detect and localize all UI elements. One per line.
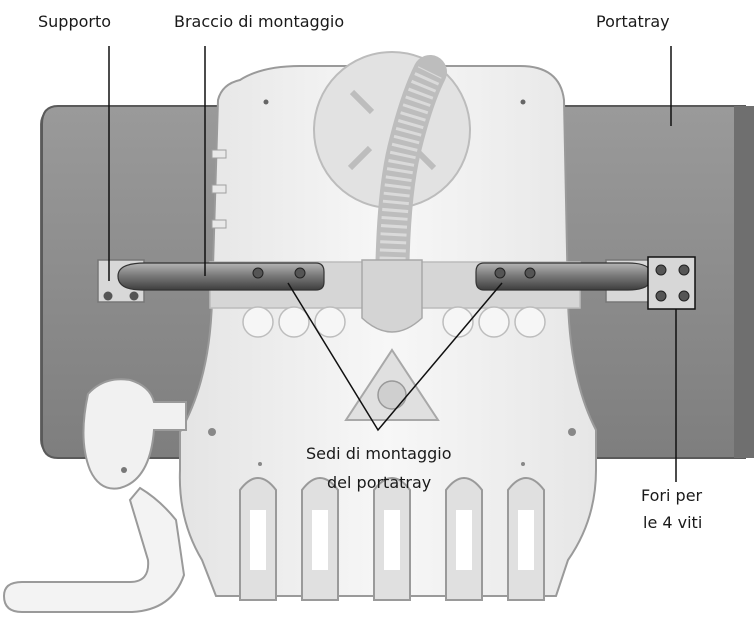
right-mounting-arm — [476, 263, 652, 290]
label-sedi-line1: Sedi di montaggio — [306, 444, 452, 463]
label-portatray: Portatray — [596, 12, 670, 31]
label-supporto: Supporto — [38, 12, 111, 31]
screw-holes-box — [648, 257, 695, 309]
label-sedi-line2: del portatray — [327, 473, 431, 492]
label-fori-line2: le 4 viti — [643, 513, 702, 532]
side-handle — [4, 379, 186, 612]
left-mounting-arm — [118, 263, 324, 290]
label-braccio: Braccio di montaggio — [174, 12, 344, 31]
label-fori-line1: Fori per — [641, 486, 703, 505]
